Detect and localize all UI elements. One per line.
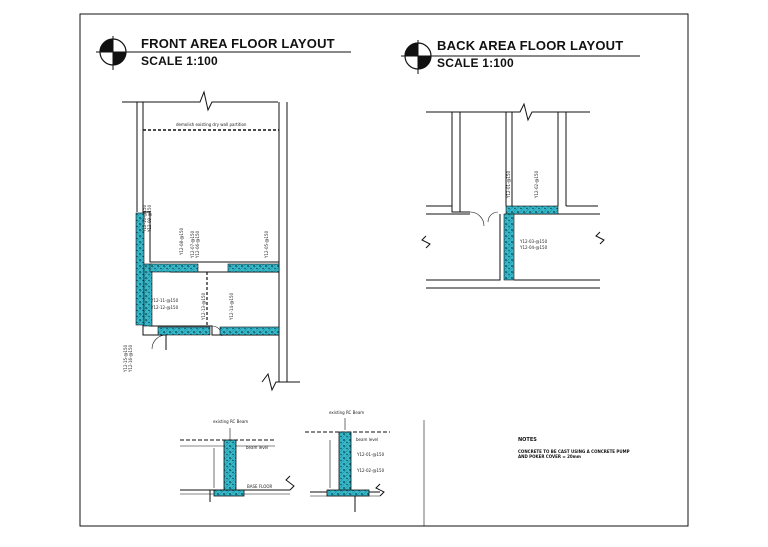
section2-top-label: existing RC Beam (329, 410, 364, 415)
front-scale: SCALE 1:100 (141, 54, 218, 68)
section1-beam-level: beam level (246, 445, 268, 450)
bar-label: Y12-03-@150 (519, 239, 548, 244)
section1-top-label: existing RC Beam (213, 419, 248, 424)
bar-label: Y12-12-@150 (150, 305, 179, 310)
front-area-plan (122, 90, 300, 392)
section2-beam-level: beam level (356, 437, 378, 442)
bar-label: Y12-16-@150 (128, 344, 133, 373)
section1-rc-footing (213, 489, 245, 497)
front-title: FRONT AREA FLOOR LAYOUT (141, 36, 335, 51)
front-rc-wall-bottom-right (219, 326, 280, 336)
section2-rc-wall (338, 431, 352, 495)
bar-label: Y12-02-@150 (534, 170, 539, 199)
front-rc-wall-bottom-left (157, 326, 211, 336)
bar-label: Y12-06-@150 (195, 230, 200, 259)
section1-floor-label: BASE FLOOR (247, 484, 273, 489)
bar-label: Y12-15-@150 (123, 344, 128, 373)
partition-note: demolish existing dry wall partition (176, 122, 247, 127)
bar-label: Y12-08-@150 (179, 227, 184, 256)
sheet-border (79, 13, 689, 527)
bar-label: Y12-14-@150 (229, 292, 234, 321)
bar-label: Y12-01-@150 (506, 170, 511, 199)
back-title: BACK AREA FLOOR LAYOUT (437, 38, 624, 53)
bar-label: Y12-13-@150 (201, 292, 206, 321)
back-title-symbol (401, 40, 640, 74)
bar-label: Y12-05-@150 (264, 230, 269, 259)
notes-heading: NOTES (518, 437, 537, 443)
front-bar-labels: Y12-10-@150 Y12-09-@150 Y12-08-@150 Y12-… (123, 204, 269, 373)
notes-text: CONCRETE TO BE CAST USING A CONCRETE PUM… (518, 449, 630, 459)
section1-rc-wall (223, 439, 237, 495)
front-rc-wall-mid-right (227, 263, 280, 273)
bar-label: Y12-09-@150 (147, 204, 152, 233)
bar-label: Y12-10-@150 (142, 204, 147, 233)
front-title-symbol (96, 36, 351, 70)
section2-rc-footing (326, 489, 370, 497)
section2-bar2: Y12-02-@150 (356, 468, 385, 473)
back-bar-labels: Y12-01-@150 Y12-02-@150 Y12-03-@150 Y12-… (506, 170, 548, 250)
back-rc-wall-top (505, 205, 559, 215)
section2-bar1: Y12-01-@150 (356, 452, 385, 457)
bar-label: Y12-11-@150 (150, 298, 179, 303)
bar-label: Y12-04-@150 (519, 245, 548, 250)
bar-label: Y12-07-@150 (190, 230, 195, 259)
back-scale: SCALE 1:100 (437, 56, 514, 70)
back-rc-wall-vertical (503, 213, 515, 281)
front-rc-wall-mid-left (149, 263, 199, 273)
front-rc-wall-inner (143, 263, 153, 327)
